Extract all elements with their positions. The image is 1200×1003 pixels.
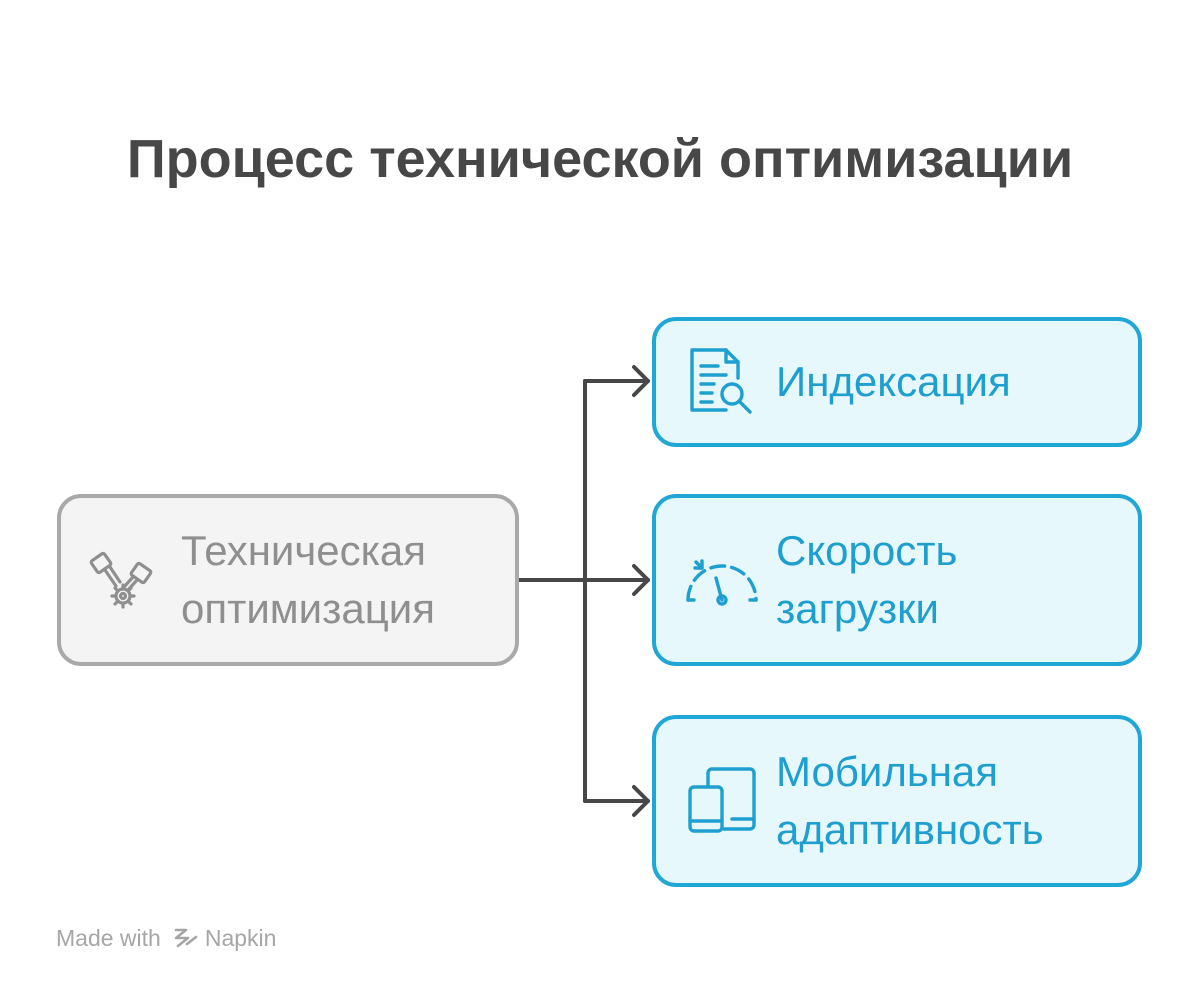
branch-label-loading-speed: Скорость загрузки <box>776 527 958 632</box>
arrowhead-indexing <box>632 365 650 397</box>
pistons-gear-icon <box>89 551 153 609</box>
root-node-label: Техническая оптимизация <box>181 527 436 632</box>
branch-label-mobile-adaptivity: Мобильная адаптивность <box>776 748 1044 853</box>
speedometer-icon <box>686 559 758 606</box>
diagram-title: Процесс технической оптимизации <box>126 129 1074 189</box>
mobile-tablet-icon <box>688 767 756 833</box>
arrowhead-speed <box>632 564 650 596</box>
root-node-technical-optimization: Техническая оптимизация <box>57 494 519 666</box>
napkin-logo-icon <box>174 928 198 948</box>
branch-node-mobile-adaptivity: Мобильная адаптивность <box>652 715 1142 887</box>
document-search-icon <box>690 348 752 414</box>
footer-prefix: Made with <box>56 924 161 951</box>
branch-label-indexing: Индексация <box>776 358 1011 405</box>
arrowhead-mobile <box>632 785 650 817</box>
footer-brand: Napkin <box>204 924 277 951</box>
made-with-napkin-footer: Made with Napkin <box>56 922 276 954</box>
branch-node-indexing: Индексация <box>652 317 1142 447</box>
branch-node-loading-speed: Скорость загрузки <box>652 494 1142 666</box>
